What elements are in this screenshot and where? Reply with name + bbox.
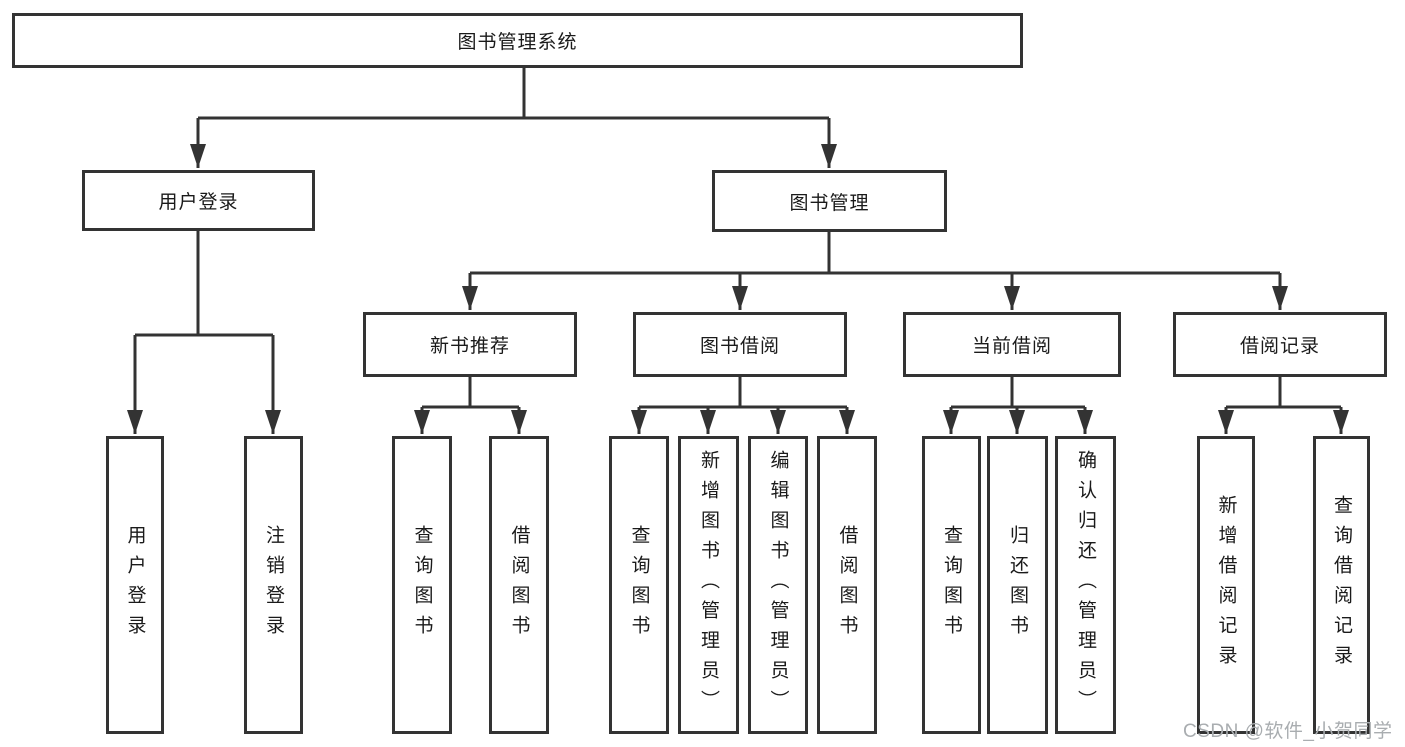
- node-label: 当前借阅: [971, 336, 1052, 357]
- csdn-watermark: CSDN @软件_小贺同学: [1183, 721, 1393, 742]
- leaf-borrow-books: 借阅图书: [817, 436, 877, 734]
- node-label: 用户登录: [158, 192, 239, 213]
- node-label: 借阅图书: [508, 525, 530, 645]
- leaf-query-books-borrow: 查询图书: [609, 436, 669, 734]
- node-label: 借阅图书: [836, 525, 858, 645]
- node-user-login: 用户登录: [82, 170, 315, 231]
- leaf-edit-books-admin: 编辑图书（管理员）: [748, 436, 808, 734]
- node-label: 确认归还（管理员）: [1075, 450, 1096, 720]
- node-label: 查询图书: [628, 525, 650, 645]
- leaf-return-books: 归还图书: [987, 436, 1048, 734]
- node-label: 借阅记录: [1239, 336, 1320, 357]
- node-label: 图书管理: [789, 192, 870, 214]
- leaf-query-borrow-record: 查询借阅记录: [1313, 436, 1370, 734]
- node-borrow-records: 借阅记录: [1173, 312, 1387, 377]
- node-label: 新增借阅记录: [1215, 495, 1237, 675]
- node-label: 图书借阅: [699, 336, 780, 357]
- leaf-user-login: 用户登录: [106, 436, 164, 734]
- node-label: 查询借阅记录: [1331, 495, 1352, 675]
- node-label: 图书管理系统: [457, 32, 578, 53]
- node-label: 查询图书: [411, 525, 433, 645]
- leaf-borrow-books-recommend: 借阅图书: [489, 436, 549, 734]
- node-label: 用户登录: [124, 525, 146, 645]
- node-label: 新增图书（管理员）: [698, 450, 719, 720]
- leaf-confirm-return-admin: 确认归还（管理员）: [1055, 436, 1116, 734]
- node-book-management: 图书管理: [712, 170, 947, 232]
- node-label: 编辑图书（管理员）: [767, 450, 789, 720]
- node-new-book-recommend: 新书推荐: [363, 312, 577, 377]
- node-current-borrow: 当前借阅: [903, 312, 1121, 377]
- leaf-add-borrow-record: 新增借阅记录: [1197, 436, 1255, 734]
- node-book-borrow: 图书借阅: [633, 312, 847, 377]
- leaf-add-books-admin: 新增图书（管理员）: [678, 436, 739, 734]
- node-library-system: 图书管理系统: [12, 13, 1023, 68]
- leaf-query-books-current: 查询图书: [922, 436, 981, 734]
- node-label: 归还图书: [1007, 525, 1028, 645]
- node-label: 注销登录: [263, 525, 284, 645]
- node-label: 新书推荐: [429, 336, 510, 357]
- leaf-query-books-recommend: 查询图书: [392, 436, 452, 734]
- node-label: 查询图书: [941, 525, 962, 645]
- leaf-logout: 注销登录: [244, 436, 303, 734]
